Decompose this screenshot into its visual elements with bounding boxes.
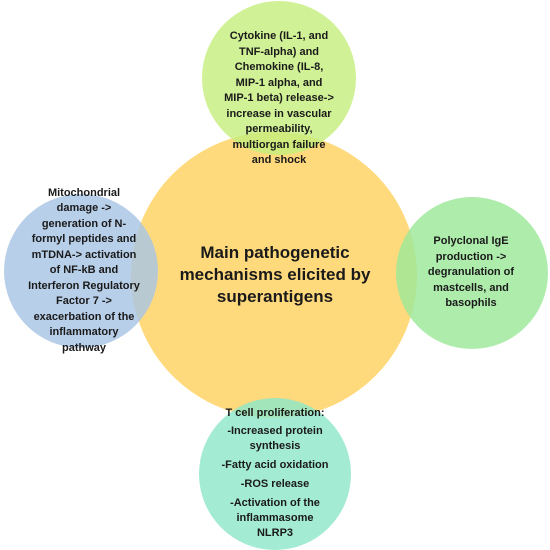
- right-text-line: Polyclonal IgE: [433, 235, 509, 248]
- bottom-item-line: synthesis: [249, 439, 301, 452]
- top-text-line: increase in vascular: [226, 107, 332, 120]
- top-text-line: permeability,: [245, 123, 313, 136]
- top-text-line: and shock: [251, 154, 307, 167]
- right-circle-text: Polyclonal IgE production -> degranulation…: [402, 218, 540, 328]
- left-text-line: inflammatory: [49, 326, 119, 339]
- bottom-item-line: inflammasome: [236, 511, 314, 524]
- bottom-item-line: -Fatty acid oxidation: [221, 458, 329, 471]
- top-circle: [202, 1, 356, 155]
- left-circle: [4, 194, 158, 348]
- right-text-line: degranulation of: [427, 266, 515, 279]
- right-circle: [396, 197, 548, 349]
- bottom-item-line: -ROS release: [240, 477, 310, 490]
- left-text-line: of NF-kB and: [49, 264, 119, 277]
- top-text-line: MIP-1 beta) release->: [224, 92, 334, 105]
- bottom-item-line: -Activation of the: [230, 496, 320, 509]
- left-circle-text: Mitochondrial damage -> generation of N-fo…: [10, 187, 158, 354]
- center-circle: [131, 132, 417, 418]
- left-text-line: Factor 7 ->: [56, 295, 112, 308]
- left-text-line: Interferon Regulatory: [28, 279, 140, 292]
- center-title-line: superantigens: [216, 287, 334, 306]
- top-text-line: Chemokine (IL-8,: [234, 61, 324, 74]
- left-text-line: generation of N-: [41, 217, 127, 230]
- center-title-line: mechanisms elicited by: [179, 265, 371, 284]
- bottom-item-line: -Increased protein: [227, 424, 323, 437]
- left-text-line: damage ->: [56, 202, 112, 215]
- left-text-line: mTDNA-> activation: [31, 248, 137, 261]
- top-text-line: TNF-alpha) and: [238, 45, 320, 58]
- bottom-circle: [199, 398, 351, 550]
- left-text-line: Mitochondrial: [47, 186, 121, 199]
- bottom-circle-text: T cell proliferation: -Increased protein…: [202, 402, 348, 548]
- center-title-line: Main pathogenetic: [200, 243, 350, 262]
- top-text-line: multiorgan failure: [232, 138, 326, 151]
- left-text-line: formyl peptides and: [31, 233, 137, 246]
- left-text-line: pathway: [61, 341, 106, 354]
- left-text-line: exacerbation of the: [33, 310, 135, 323]
- bottom-title: T cell proliferation:: [225, 406, 325, 419]
- center-title: Main pathogenetic mechanisms elicited by s…: [170, 225, 380, 325]
- right-text-line: basophils: [445, 297, 497, 310]
- bottom-item-line: NLRP3: [256, 526, 294, 539]
- top-text-line: Cytokine (IL-1, and: [229, 30, 329, 43]
- right-text-line: production ->: [435, 250, 507, 263]
- right-text-line: mastcells, and: [433, 281, 509, 294]
- top-text-line: MIP-1 alpha, and: [235, 76, 323, 89]
